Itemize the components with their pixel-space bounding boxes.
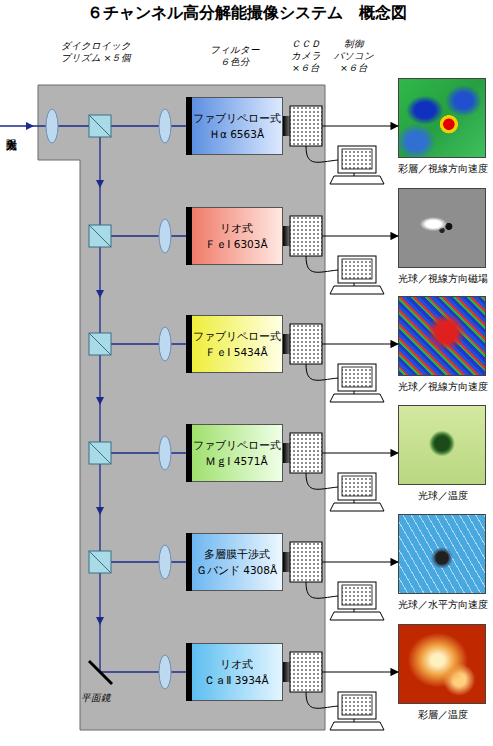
image-caption: 彩層／温度: [387, 709, 493, 721]
image-caption: 光球／視線方向磁場: [387, 273, 493, 285]
filter-line: Ｇバンド 4308Å: [196, 562, 277, 578]
diagram-title: ６チャンネル高分解能撮像システム 概念図: [0, 3, 493, 24]
output-arrow: [283, 561, 398, 562]
ccd-camera-pc: [186, 315, 384, 402]
image-caption: 彩層／視線方向速度: [387, 163, 493, 175]
ccd-camera-pc: [186, 207, 384, 294]
filter-type: リオ式: [220, 656, 253, 672]
observation-image: 光球／視線方向速度: [398, 296, 486, 376]
output-arrow: [283, 125, 398, 126]
beam-arrow: [96, 290, 104, 298]
lens: [159, 436, 171, 470]
output-arrow: [283, 235, 398, 236]
filter-box: 多層膜干渉式Ｇバンド 4308Å: [190, 533, 283, 591]
ccd-camera-pc: [186, 533, 384, 620]
vertical-beam: [99, 126, 100, 672]
beam: [100, 672, 190, 673]
filter-line: ＣａⅡ 3934Å: [204, 672, 268, 688]
column-header: ＣＣＤ カメラ ×６台: [286, 38, 326, 74]
output-arrow: [283, 671, 398, 672]
filter-line: ＦｅⅠ 5434Å: [205, 344, 267, 360]
beam-arrow: [96, 507, 104, 515]
beam: [100, 344, 190, 345]
dichroic-prism: [89, 442, 111, 464]
beam-arrow: [96, 180, 104, 188]
beam: [100, 562, 190, 563]
beam: [100, 236, 190, 237]
filter-box: ファブリペロー式Ｈα 6563Å: [190, 97, 283, 155]
lens: [159, 545, 171, 579]
filter-box: リオ式ＦｅⅠ 6303Å: [190, 207, 283, 265]
incoming-beam: [0, 125, 190, 126]
filter-type: リオ式: [220, 220, 253, 236]
output-arrow: [283, 343, 398, 344]
filter-box: ファブリペロー式ＭｇⅠ 4571Å: [190, 424, 283, 482]
observation-image: 彩層／視線方向速度: [398, 78, 486, 158]
dichroic-prism: [89, 115, 111, 137]
beam-arrow: [96, 397, 104, 405]
output-arrow: [283, 452, 398, 453]
column-header: フィルター ６色分: [206, 44, 264, 68]
image-caption: 光球／温度: [387, 490, 493, 502]
column-header: 制御 パソコン ×６台: [332, 38, 376, 74]
ccd-camera-pc: [186, 643, 384, 730]
image-caption: 光球／視線方向速度: [387, 381, 493, 393]
dichroic-prism: [89, 333, 111, 355]
entrance-lens: [46, 109, 58, 143]
observation-image: 光球／視線方向磁場: [398, 188, 486, 268]
observation-image: 彩層／温度: [398, 624, 486, 704]
ccd-camera-pc: [186, 424, 384, 511]
image-caption: 光球／水平方向速度: [387, 599, 493, 611]
bench-plate: [38, 85, 325, 730]
lens: [159, 327, 171, 361]
filter-line: ＭｇⅠ 4571Å: [205, 453, 267, 469]
part-name: 平面鏡: [76, 692, 116, 704]
filter-type: ファブリペロー式: [193, 437, 281, 453]
lens: [159, 219, 171, 253]
filter-type: 多層膜干渉式: [204, 546, 270, 562]
dichroic-prism: [89, 551, 111, 573]
filter-line: Ｈα 6563Å: [209, 126, 264, 142]
lens: [159, 655, 171, 689]
filter-box: ファブリペロー式ＦｅⅠ 5434Å: [190, 315, 283, 373]
ccd-camera-pc: [186, 97, 384, 184]
beam-arrow: [26, 122, 34, 130]
filter-type: ファブリペロー式: [193, 328, 281, 344]
observation-image: 光球／温度: [398, 405, 486, 485]
beam: [100, 453, 190, 454]
filter-box: リオ式ＣａⅡ 3934Å: [190, 643, 283, 701]
plane-mirror: [89, 661, 112, 684]
lens: [159, 109, 171, 143]
observation-image: 光球／水平方向速度: [398, 514, 486, 594]
beam-arrow: [96, 617, 104, 625]
column-header: ダイクロイック プリズム ×５個: [60, 40, 132, 64]
filter-type: ファブリペロー式: [193, 110, 281, 126]
dichroic-prism: [89, 225, 111, 247]
filter-line: ＦｅⅠ 6303Å: [205, 236, 267, 252]
